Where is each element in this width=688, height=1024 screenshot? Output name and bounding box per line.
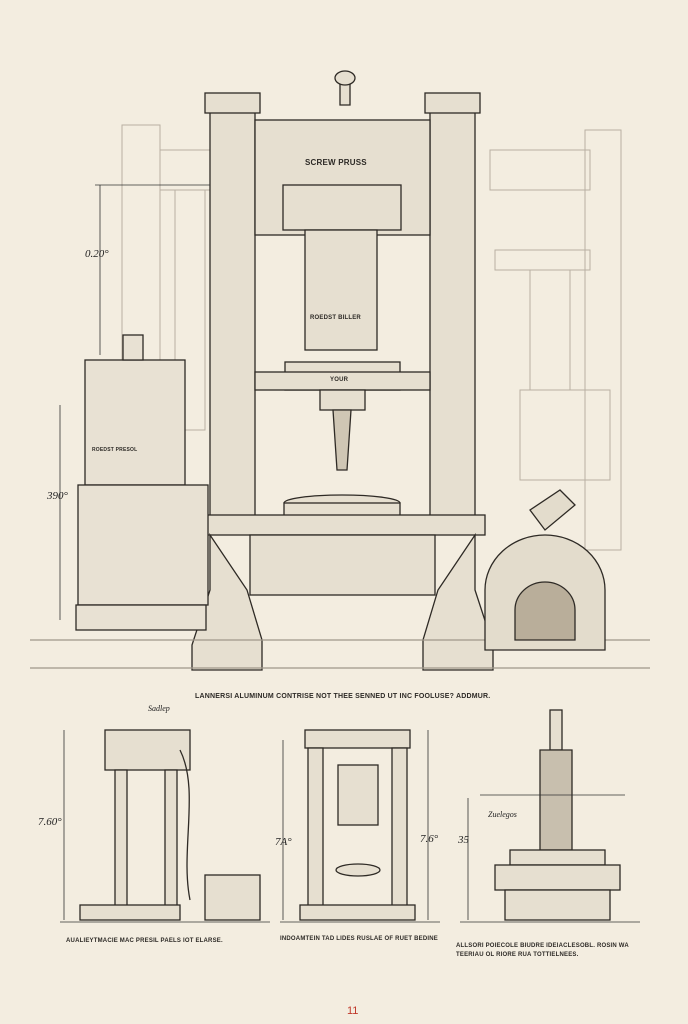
caption-right: ALLSORI POIECOLE BIUDRE IDEIACLESOBL. RO… (456, 943, 629, 958)
caption-left: AUALIEYTMACIE MAC PRESIL PAELS IOT ELARS… (66, 938, 223, 944)
main-caption: LANNERSI ALUMINUM CONTRISE NOT THEE SENN… (195, 693, 491, 700)
dimension-small-mid-left: 7A° (275, 836, 292, 848)
left-machine-label: ROEDST PRESOL (92, 447, 138, 453)
page-number: 11 (347, 1005, 359, 1017)
dimension-small-mid-right: 7.6° (420, 833, 439, 845)
dimension-small-right: 35 (458, 834, 469, 846)
dimension-top-small: Sadlep (148, 704, 170, 713)
dimension-upper-left: 0.20° (85, 248, 109, 260)
dimension-lower-left: 390° (47, 490, 68, 502)
dimension-small-left: 7.60° (38, 816, 62, 828)
main-screw-press (191, 70, 494, 671)
left-machine (75, 334, 209, 631)
collar-label: YOUR (330, 377, 349, 383)
caption-middle: INDOAMTEIN TAD LIDES RUSLAE OF RUET BEDI… (280, 936, 438, 942)
cylinder-label: ROEDST BILLER (310, 315, 361, 321)
dimension-right-small: Zuelegos (488, 810, 517, 819)
header-plate-label: SCREW PRUSS (305, 158, 367, 167)
right-furnace (484, 489, 606, 651)
